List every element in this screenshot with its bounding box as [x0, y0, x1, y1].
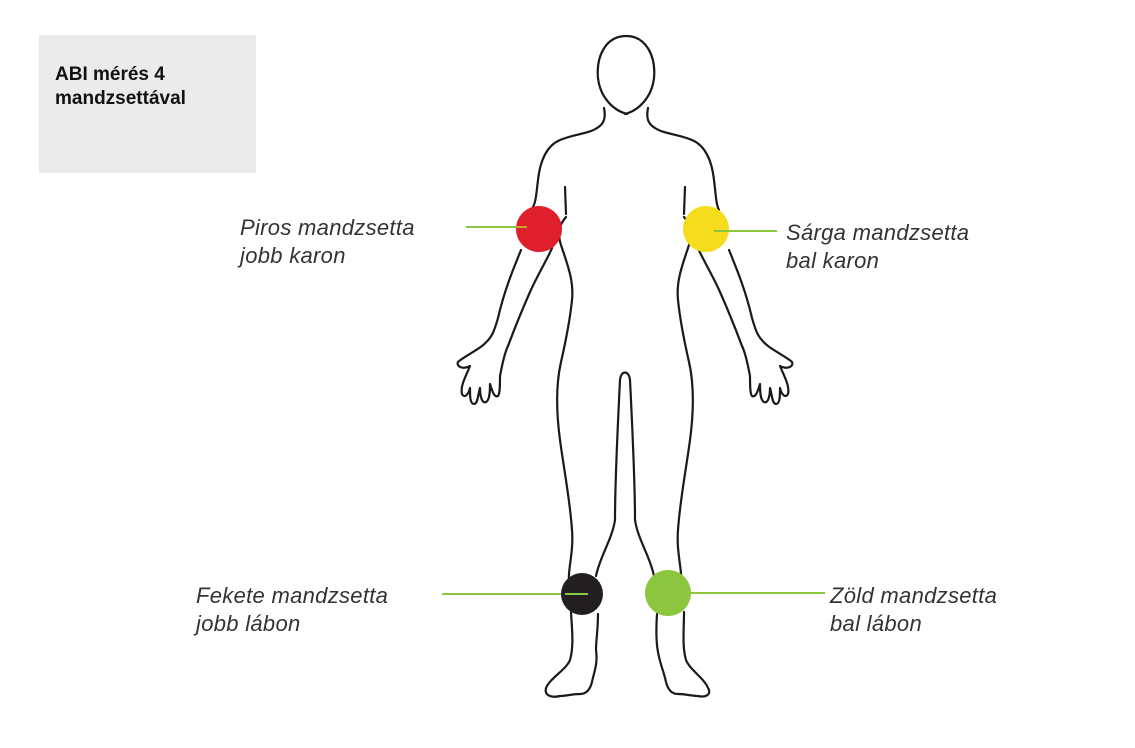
green-cuff-icon [645, 570, 691, 616]
label-black-line1: Fekete mandzsetta [196, 583, 389, 608]
label-yellow-line2: bal karon [786, 248, 880, 273]
label-red-line2: jobb karon [240, 243, 346, 268]
red-cuff-icon [516, 206, 562, 252]
label-green-cuff: Zöld mandzsetta bal lábon [830, 582, 997, 638]
label-green-line2: bal lábon [830, 611, 922, 636]
title-box: ABI mérés 4 mandzsettával [39, 35, 256, 173]
label-black-cuff: Fekete mandzsetta jobb lábon [196, 582, 388, 638]
body-outline-icon [456, 34, 794, 698]
label-red-cuff: Piros mandzsetta jobb karon [240, 214, 415, 270]
label-yellow-line1: Sárga mandzsetta [786, 220, 970, 245]
label-red-line1: Piros mandzsetta [240, 215, 415, 240]
label-black-line2: jobb lábon [196, 611, 301, 636]
title-line-2: mandzsettával [55, 88, 186, 109]
label-green-line1: Zöld mandzsetta [830, 583, 998, 608]
label-yellow-cuff: Sárga mandzsetta bal karon [786, 219, 969, 275]
yellow-cuff-icon [683, 206, 729, 252]
title-line-1: ABI mérés 4 [55, 64, 165, 85]
